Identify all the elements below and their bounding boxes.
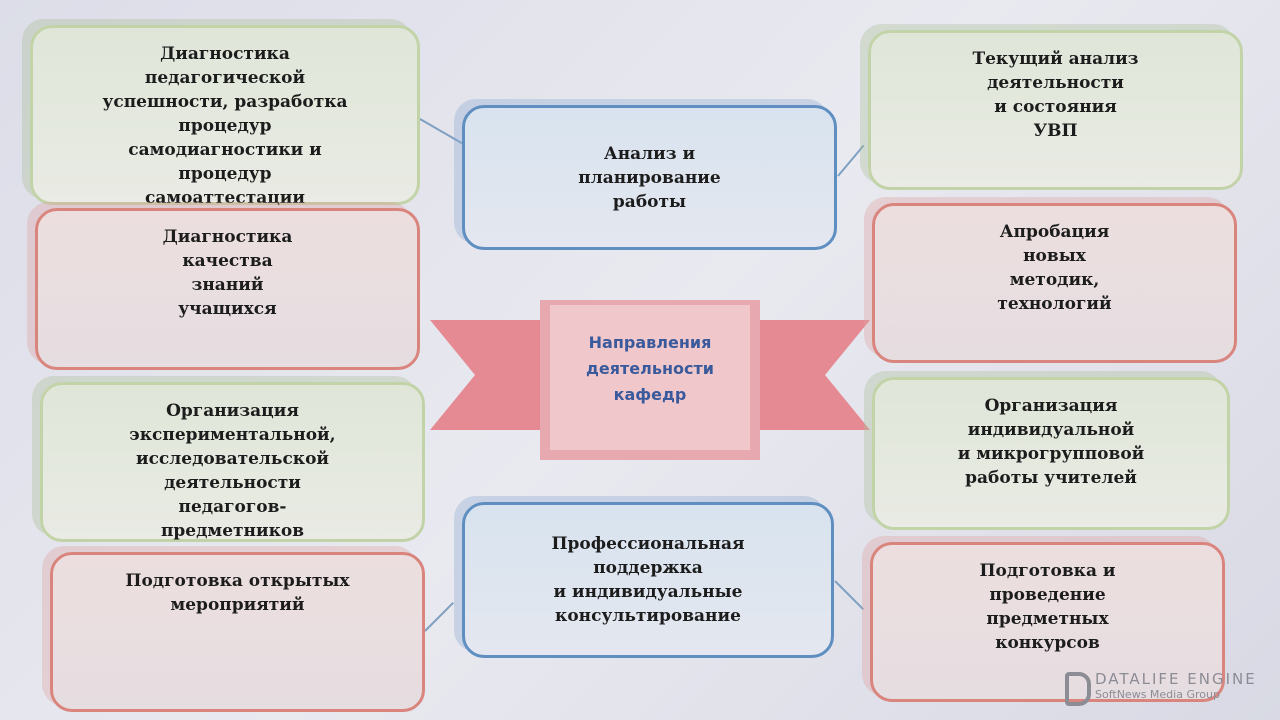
right-box-2: Апробация новых методик, технологий (872, 203, 1237, 363)
banner-panel (550, 305, 750, 450)
box-text-line: процедур (178, 164, 272, 184)
box-text-line: Подготовка и (979, 561, 1116, 581)
box-text-line: индивидуальной (967, 420, 1135, 440)
box-text-line: экспериментальной, (129, 425, 336, 445)
box-text-line: исследовательской (135, 449, 330, 469)
box-text-line: методик, (1009, 270, 1100, 290)
left-box-2: Диагностика качества знаний учащихся (35, 208, 420, 370)
box-text-line: УВП (1033, 121, 1078, 141)
box-text-line: деятельности (164, 473, 301, 493)
box-text-line: Текущий анализ (972, 49, 1139, 69)
box-text-line: Апробация (999, 222, 1110, 242)
connector (419, 118, 464, 145)
box-text-line: конкурсов (995, 633, 1100, 653)
box-text-line: и состояния (994, 97, 1117, 117)
box-text-line: учащихся (178, 299, 277, 319)
left-box-3: Организация экспериментальной, исследовате… (40, 382, 425, 542)
box-text-line: знаний (191, 275, 264, 295)
middle-box-2: Профессиональная поддержка и индивидуальны… (462, 502, 834, 658)
box-text-line: педагогической (144, 68, 306, 88)
box-text-line: самодиагностики и (128, 140, 322, 160)
box-text-line: Подготовка открытых (125, 571, 350, 591)
connector (834, 580, 864, 610)
box-text-line: и индивидуальные (553, 582, 743, 602)
box-text-line: Диагностика (160, 44, 290, 64)
box-text-line: качества (182, 251, 273, 271)
left-box-1: Диагностика педагогической успешности, раз… (30, 25, 420, 208)
box-text-line: консультирование (555, 606, 741, 626)
box-text-line: проведение (989, 585, 1106, 605)
middle-box-1: Анализ и планирование работы (462, 105, 837, 250)
box-text-line: успешности, разработка (102, 92, 348, 112)
box-text-line: работы учителей (965, 468, 1137, 488)
box-text-line: новых (1023, 246, 1086, 266)
center-banner (430, 300, 870, 460)
datalife-logo-icon (1065, 672, 1091, 706)
box-text-line: Диагностика (162, 227, 293, 247)
banner-left-tail (430, 320, 550, 430)
box-text-line: самоаттестации (144, 188, 306, 208)
box-text-line: деятельности (987, 73, 1124, 93)
box-text-line: Профессиональная (551, 534, 745, 554)
box-text-line: работы (612, 191, 687, 212)
connector (837, 144, 865, 177)
box-text-line: и микрогрупповой (957, 444, 1145, 464)
connector (424, 602, 454, 632)
box-text-line: мероприятий (170, 595, 305, 615)
left-box-4: Подготовка открытых мероприятий (50, 552, 425, 712)
right-box-3: Организация индивидуальной и микрогруппово… (872, 377, 1230, 530)
box-text-line: технологий (997, 294, 1112, 314)
box-text-line: Организация (984, 396, 1118, 416)
box-text-line: процедур (178, 116, 272, 136)
right-box-4: Подготовка и проведение предметных конкурсо… (870, 542, 1225, 702)
watermark: DATALIFE ENGINE SoftNews Media Group (1065, 670, 1257, 706)
box-text-line: планирование (578, 167, 721, 188)
box-text-line: Организация (166, 401, 299, 421)
box-text-line: педагогов- (178, 497, 287, 517)
box-text-line: поддержка (593, 558, 703, 578)
box-text-line: Анализ и (603, 143, 696, 164)
box-text-line: предметных (986, 609, 1109, 629)
box-text-line: предметников (160, 521, 305, 541)
banner-right-tail (750, 320, 870, 430)
